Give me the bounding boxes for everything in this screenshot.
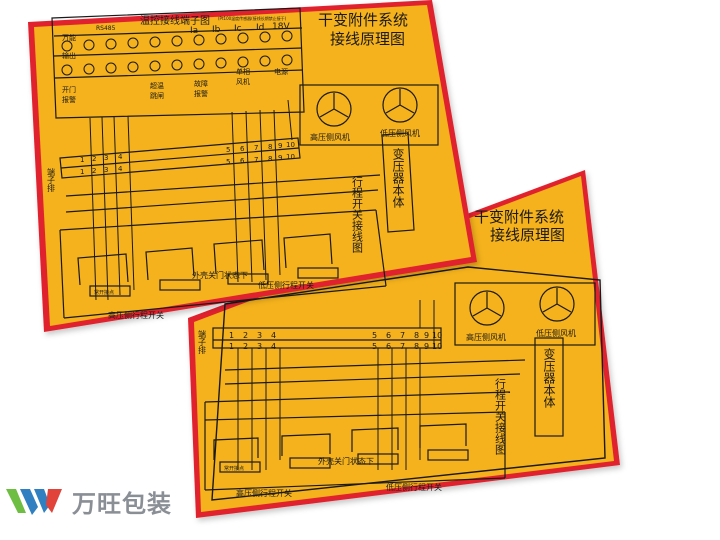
back-tag-ia: Ia xyxy=(190,26,198,36)
back-door-state: 外壳关门状态下 xyxy=(192,270,248,280)
front-plate xyxy=(188,170,620,518)
front-plate-diagram xyxy=(204,266,606,501)
label-alarm-2: 报警 xyxy=(194,89,208,98)
back-high-side-switch: 高压侧行程开关 xyxy=(108,310,164,320)
svg-text:4: 4 xyxy=(271,342,276,351)
front-fan-low-icon xyxy=(539,286,575,322)
svg-text:1: 1 xyxy=(80,168,84,176)
svg-text:5: 5 xyxy=(372,331,377,340)
label-fault: 故障 xyxy=(194,79,208,88)
svg-text:1: 1 xyxy=(229,331,234,340)
svg-text:9: 9 xyxy=(424,342,429,351)
front-normally-open-label: 常开接点 xyxy=(224,465,244,472)
svg-text:8: 8 xyxy=(414,342,419,351)
svg-text:2: 2 xyxy=(243,331,248,340)
back-controller-header: 温控接线端子图 xyxy=(140,14,210,27)
label-fan: 风机 xyxy=(236,77,250,86)
front-fan-high-label: 高压侧风机 xyxy=(466,332,506,342)
back-fan-high-label: 高压侧风机 xyxy=(310,132,350,142)
svg-text:9: 9 xyxy=(278,154,282,162)
label-power: 电源 xyxy=(274,67,288,76)
svg-text:1: 1 xyxy=(80,156,84,164)
back-rs485-label: RS485 xyxy=(96,25,116,32)
svg-text:3: 3 xyxy=(104,166,108,174)
svg-text:1: 1 xyxy=(229,342,234,351)
back-stroke-wiring-label: 行程开关接线图 xyxy=(351,176,364,254)
watermark: 万旺包装 xyxy=(4,481,172,521)
svg-text:7: 7 xyxy=(254,156,258,164)
svg-text:10: 10 xyxy=(432,331,442,340)
wangwang-logo-icon xyxy=(6,489,62,515)
svg-text:4: 4 xyxy=(271,331,276,340)
back-plate-diagram xyxy=(51,7,439,319)
svg-text:7: 7 xyxy=(400,331,405,340)
back-terminal-block-label: 端子排 xyxy=(47,167,56,193)
svg-text:8: 8 xyxy=(268,143,272,151)
svg-text:3: 3 xyxy=(104,154,108,162)
svg-text:6: 6 xyxy=(240,145,245,153)
svg-text:7: 7 xyxy=(400,342,405,351)
svg-text:5: 5 xyxy=(226,146,230,154)
svg-text:4: 4 xyxy=(118,153,123,161)
svg-text:10: 10 xyxy=(286,141,295,149)
svg-text:10: 10 xyxy=(286,153,295,161)
svg-text:6: 6 xyxy=(240,157,245,165)
svg-text:4: 4 xyxy=(118,165,123,173)
svg-text:3: 3 xyxy=(257,331,262,340)
back-title-line2: 接线原理图 xyxy=(330,30,405,48)
back-tag-ic: Ic xyxy=(234,24,242,34)
svg-text:3: 3 xyxy=(257,342,262,351)
svg-text:5: 5 xyxy=(226,158,230,166)
front-low-side-switch: 低压侧行程开关 xyxy=(386,482,442,492)
back-tag-id: Id xyxy=(256,23,264,33)
svg-text:8: 8 xyxy=(268,155,272,163)
watermark-text: 万旺包装 xyxy=(72,489,172,518)
front-stroke-wiring-label: 行程开关接线图 xyxy=(494,378,507,456)
svg-text:2: 2 xyxy=(92,155,96,163)
label-overtemp: 超温 xyxy=(150,81,164,90)
front-title-line2: 接线原理图 xyxy=(490,226,565,244)
label-single-phase: 单相 xyxy=(236,67,250,76)
label-output: 输出 xyxy=(62,51,76,60)
svg-text:5: 5 xyxy=(372,342,377,351)
front-high-side-switch: 高压侧行程开关 xyxy=(236,488,292,498)
label-alarm-1: 报警 xyxy=(62,95,76,104)
svg-text:6: 6 xyxy=(386,331,391,340)
svg-text:9: 9 xyxy=(424,331,429,340)
front-fan-low-label: 低压侧风机 xyxy=(536,328,576,338)
front-fan-high-icon xyxy=(469,290,505,326)
back-fan-low-label: 低压侧风机 xyxy=(380,128,420,138)
svg-text:9: 9 xyxy=(278,142,282,150)
label-door-open: 开门 xyxy=(62,85,76,94)
svg-text:2: 2 xyxy=(92,167,96,175)
front-door-state: 外壳关门状态下 xyxy=(318,456,374,466)
back-normally-open-label: 常开接点 xyxy=(94,289,114,296)
front-transformer-body: 变压器本体 xyxy=(542,347,556,409)
svg-text:8: 8 xyxy=(414,331,419,340)
back-tag-ib: Ib xyxy=(212,25,221,35)
back-title-line1: 干变附件系统 xyxy=(318,11,408,29)
svg-text:10: 10 xyxy=(432,342,442,351)
label-trip: 跳闸 xyxy=(150,91,164,100)
back-fan-low-icon xyxy=(382,87,418,123)
back-fan-high-icon xyxy=(316,91,352,127)
back-controller-bottom-labels: 万能 输出 开门 报警 超温 跳闸 故障 报警 单相 风机 电源 xyxy=(62,33,288,104)
front-title-line1: 干变附件系统 xyxy=(474,208,564,226)
back-tag-18v: 18V xyxy=(272,22,290,32)
svg-text:2: 2 xyxy=(243,342,248,351)
back-terminal-circles xyxy=(61,30,293,76)
svg-text:6: 6 xyxy=(386,342,391,351)
svg-text:7: 7 xyxy=(254,144,258,152)
label-universal: 万能 xyxy=(62,33,76,42)
front-terminal-block-label: 端子排 xyxy=(198,329,207,355)
back-transformer-body: 变压器本体 xyxy=(391,147,405,209)
back-low-side-switch: 低压侧行程开关 xyxy=(258,280,314,290)
back-header-note: (Pt100温度传感器(接线长期禁止接于) xyxy=(218,15,287,21)
